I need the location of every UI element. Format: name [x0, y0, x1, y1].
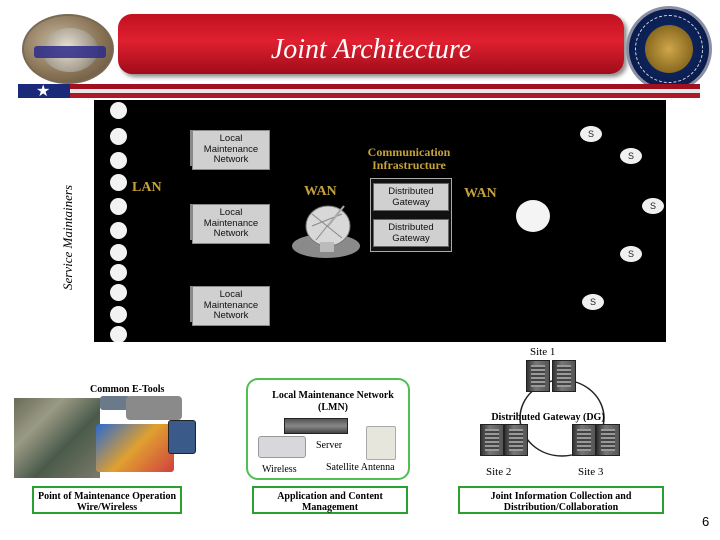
maintainer-node	[110, 306, 127, 323]
title-banner: Joint Architecture	[118, 14, 624, 74]
tool-icon	[168, 420, 196, 454]
maintainer-node	[110, 102, 127, 119]
point-of-maintenance-caption: Point of Maintenance Operation Wire/Wire…	[32, 486, 182, 514]
site-node: S	[642, 198, 664, 214]
site-node: S	[580, 126, 602, 142]
site-1-server-icon	[526, 360, 550, 392]
service-emblem-icon	[22, 14, 114, 84]
seal-eagle	[645, 25, 693, 73]
lmn-frame	[246, 378, 410, 480]
dg-box-2: Distributed Gateway	[373, 219, 449, 247]
maintainer-node	[110, 244, 127, 261]
maintainer-node	[110, 222, 127, 239]
network-cloud-node	[516, 200, 550, 232]
satellite-dish-icon	[292, 205, 360, 258]
maintainer-node	[110, 174, 127, 191]
lan-label: LAN	[132, 180, 162, 195]
lmn-box-1: Local Maintenance Network	[192, 130, 270, 170]
server-icon	[284, 418, 348, 434]
seal-ring	[635, 15, 703, 83]
site-2-label: Site 2	[486, 466, 512, 478]
wireless-label: Wireless	[262, 464, 297, 475]
tool-icon	[96, 424, 174, 472]
site-3-server-icon	[596, 424, 620, 456]
side-label: Service Maintainers	[60, 184, 75, 290]
tool-icon	[126, 396, 182, 420]
server-label: Server	[316, 440, 343, 451]
maintainer-node	[110, 326, 127, 342]
site-2-server-icon	[480, 424, 504, 456]
maintainer-node	[110, 128, 127, 145]
wan-label-left: WAN	[304, 184, 337, 199]
wireless-router-icon	[258, 436, 306, 458]
site-3-label: Site 3	[578, 466, 604, 478]
site-1-server-icon	[552, 360, 576, 392]
flag-divider: ★	[18, 83, 700, 100]
application-content-caption: Application and Content Management	[252, 486, 408, 514]
dg-box-1: Distributed Gateway	[373, 183, 449, 211]
maintainer-node	[110, 284, 127, 301]
satellite-antenna-label: Satellite Antenna	[326, 462, 395, 473]
site-3-server-icon	[572, 424, 596, 456]
maintainer-node	[110, 198, 127, 215]
site-2-server-icon	[504, 424, 528, 456]
satellite-antenna-icon	[366, 426, 396, 460]
department-of-defense-seal-icon	[626, 6, 712, 92]
distributed-gateway-label: Distributed Gateway (DG)	[491, 412, 605, 423]
page-number: 6	[702, 514, 710, 529]
maintainer-node	[110, 152, 127, 169]
lmn-label: Local Maintenance Network (LMN)	[272, 390, 394, 413]
joint-information-caption: Joint Information Collection and Distrib…	[458, 486, 664, 514]
common-etools-label: Common E-Tools	[90, 384, 165, 395]
lmn-box-3: Local Maintenance Network	[192, 286, 270, 326]
page-title: Joint Architecture	[270, 34, 472, 65]
star-icon: ★	[36, 83, 51, 100]
tool-icon	[100, 396, 130, 410]
site-node: S	[620, 148, 642, 164]
communication-infrastructure-label: Communication Infrastructure	[367, 145, 451, 172]
distributed-gateway-group: Distributed Gateway Distributed Gateway	[370, 178, 452, 252]
maintainer-node	[110, 264, 127, 281]
site-node: S	[620, 246, 642, 262]
site-node: S	[582, 294, 604, 310]
emblem-banner	[34, 46, 106, 58]
flag-union	[18, 84, 70, 98]
maintenance-photo	[14, 398, 100, 478]
wan-label-right: WAN	[464, 186, 497, 201]
lmn-box-2: Local Maintenance Network	[192, 204, 270, 244]
network-diagram: LAN Local Maintenance Network Local Main…	[94, 100, 666, 342]
site-1-label: Site 1	[530, 346, 556, 358]
